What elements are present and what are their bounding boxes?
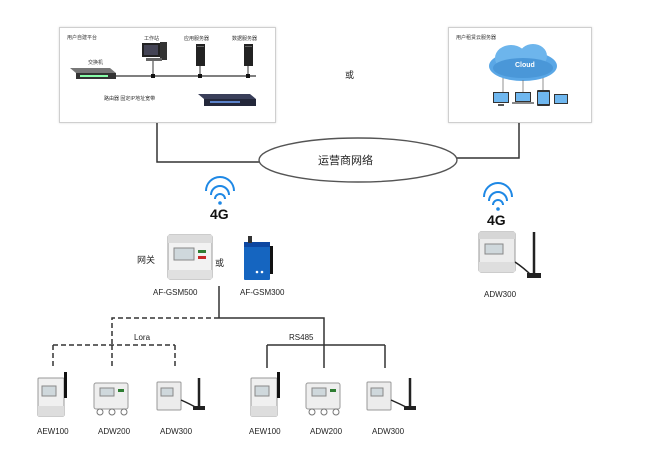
wifi-icon-right <box>483 182 513 211</box>
tablet-icon <box>537 90 550 106</box>
wifi-icon-left <box>205 176 235 205</box>
left-device-name-1: AEW100 <box>37 427 69 436</box>
gateway-label: 网关 <box>137 255 156 265</box>
switch-label: 交换机 <box>88 60 104 66</box>
workstation-icon <box>142 42 167 78</box>
left-device-name-3: ADW300 <box>160 427 193 436</box>
rs485-label: RS485 <box>289 333 314 342</box>
self-built-platform-panel: 用户自建平台 工作站 应用服务器 数据服务器 交换机 路由器 固定IP地址宽带 <box>59 27 276 123</box>
switch-icon <box>70 68 116 79</box>
af-gsm500-device-icon <box>167 234 213 280</box>
panel-title: 用户自建平台 <box>67 35 98 41</box>
gateway-name-2: AF-GSM300 <box>240 288 285 297</box>
adw300-left-device-icon <box>156 378 205 411</box>
signal-label-left: 4G <box>210 206 229 222</box>
router-icon <box>198 94 256 106</box>
adw300-right-group-device-icon <box>366 378 416 411</box>
cloud-label: Cloud <box>515 62 535 69</box>
right-device-name-2: ADW200 <box>310 427 343 436</box>
gateway-name-1: AF-GSM500 <box>153 288 198 297</box>
aew100-left-device-icon <box>37 372 67 417</box>
cloud-illustration <box>489 44 568 106</box>
aew100-right-device-icon <box>250 372 280 417</box>
db-server-icon <box>244 44 253 78</box>
cloud-server-panel: 用户租赁云服务器 <box>448 27 592 123</box>
af-gsm300-device-icon <box>244 236 273 280</box>
or-text-mid: 或 <box>215 258 225 268</box>
laptop-icon <box>512 92 534 104</box>
cloud-icon <box>489 44 557 81</box>
workstation-label: 工作站 <box>144 36 160 42</box>
left-device-name-2: ADW200 <box>98 427 131 436</box>
router-label: 路由器 固定IP地址宽带 <box>104 96 156 102</box>
panel-title: 用户租赁云服务器 <box>456 35 497 41</box>
lora-label: Lora <box>134 333 151 342</box>
app-server-icon <box>196 44 205 78</box>
adw300-right-device-icon <box>478 231 541 278</box>
app-server-label: 应用服务器 <box>184 36 210 42</box>
db-server-label: 数据服务器 <box>232 36 258 42</box>
right-device-name: ADW300 <box>484 290 517 299</box>
or-text-top: 或 <box>345 70 355 80</box>
platform-equipment <box>70 42 256 106</box>
adw200-right-device-icon <box>305 382 341 416</box>
desktop-computer-icon <box>493 92 509 106</box>
carrier-network-label: 运营商网络 <box>318 155 373 167</box>
right-device-name-1: AEW100 <box>249 427 281 436</box>
adw200-left-device-icon <box>93 382 129 416</box>
right-device-name-3: ADW300 <box>372 427 405 436</box>
signal-label-right: 4G <box>487 212 506 228</box>
monitor-icon <box>554 94 568 104</box>
